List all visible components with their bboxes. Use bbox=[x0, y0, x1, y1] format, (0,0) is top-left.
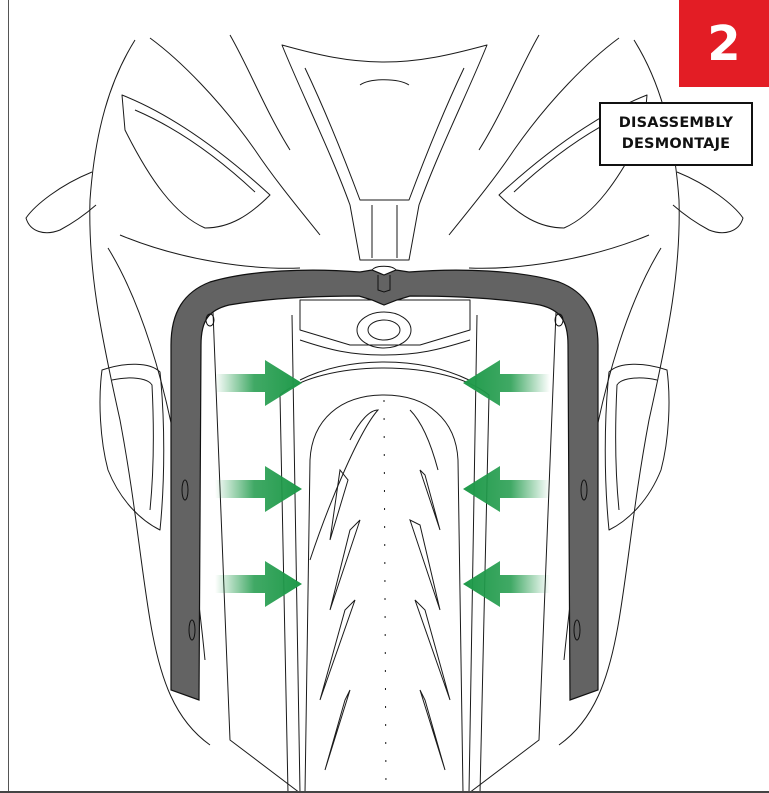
step-title-es: DESMONTAJE bbox=[622, 134, 731, 155]
arrow-icon bbox=[215, 561, 302, 607]
step-number: 2 bbox=[707, 20, 740, 68]
arrow-icon bbox=[463, 466, 550, 512]
arrow-icon bbox=[463, 561, 550, 607]
step-title-en: DISASSEMBLY bbox=[619, 113, 733, 134]
arrow-icon bbox=[215, 360, 302, 406]
arrow-icon bbox=[215, 360, 550, 607]
tyre-outline bbox=[305, 395, 463, 793]
step-title-box: DISASSEMBLY DESMONTAJE bbox=[599, 102, 753, 166]
arrow-icon bbox=[215, 466, 302, 512]
step-number-badge: 2 bbox=[679, 0, 769, 87]
